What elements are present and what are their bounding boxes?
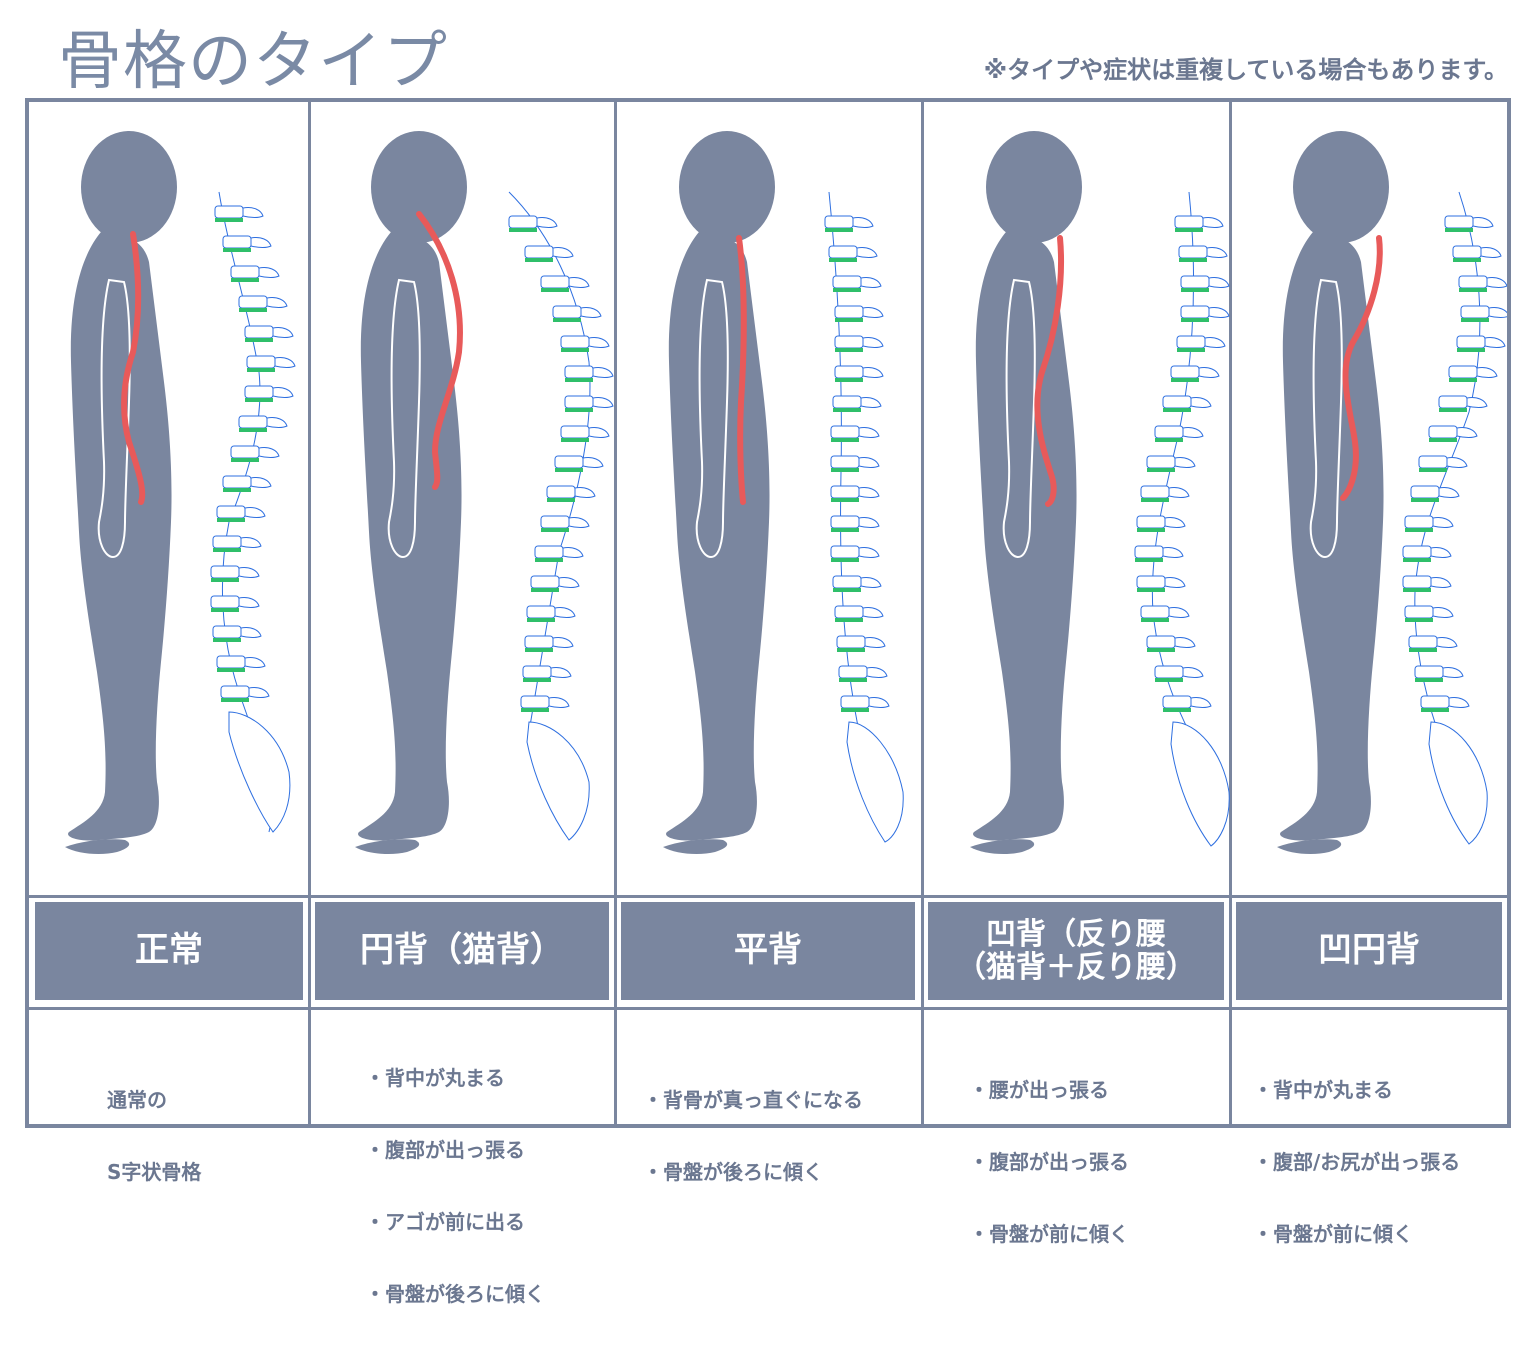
description-line: ・骨盤が前に傾く: [969, 1222, 1129, 1246]
overlap-note: ※タイプや症状は重複している場合もあります。: [983, 56, 1508, 84]
description-line: ・骨盤が前に傾く: [1253, 1222, 1413, 1246]
description-line: 通常の: [107, 1088, 167, 1112]
description-line: ・腹部/お尻が出っ張る: [1253, 1150, 1461, 1174]
type-label-flat-back: 平背: [621, 902, 915, 1000]
label-line: （猫背＋反り腰）: [956, 950, 1196, 985]
page-title: 骨格のタイプ: [58, 25, 448, 99]
description-sway-back: ・腰が出っ張る ・腹部が出っ張る ・骨盤が前に傾く: [969, 1030, 1129, 1294]
description-flat-back: ・背骨が真っ直ぐになる ・骨盤が後ろに傾く: [643, 1040, 863, 1232]
description-hollow-round-back: ・背中が丸まる ・腹部/お尻が出っ張る ・骨盤が前に傾く: [1253, 1030, 1460, 1294]
hollow-round-back-figure: [1276, 130, 1390, 856]
label-line: 凹円背: [1318, 930, 1420, 971]
posture-figures: [64, 130, 1507, 856]
description-line: ・腹部が出っ張る: [365, 1138, 525, 1162]
description-line: S字状骨格: [107, 1160, 202, 1184]
column-divider: [308, 102, 311, 1124]
description-line: ・アゴが前に出る: [365, 1210, 525, 1234]
column-divider: [1229, 102, 1232, 1124]
round-back-spine: [508, 191, 614, 841]
description-normal: 通常の S字状骨格: [107, 1040, 201, 1232]
flat-back-figure: [662, 130, 776, 856]
sway-back-figure: [969, 130, 1083, 856]
type-label-round-back: 円背（猫背）: [315, 902, 609, 1000]
description-round-back: ・背中が丸まる ・腹部が出っ張る ・アゴが前に出る ・骨盤が後ろに傾く: [365, 1018, 545, 1354]
row-divider: [29, 895, 1507, 898]
sway-back-spine: [1134, 191, 1230, 847]
description-line: ・骨盤が後ろに傾く: [643, 1160, 823, 1184]
type-label-sway-back: 凹背（反り腰 （猫背＋反り腰）: [928, 902, 1224, 1000]
row-divider: [29, 1007, 1507, 1010]
hollow-round-back-spine: [1402, 191, 1507, 845]
type-label-hollow-round-back: 凹円背: [1236, 902, 1502, 1000]
description-line: ・背中が丸まる: [365, 1066, 505, 1090]
diagram-frame: 正常 円背（猫背） 平背 凹背（反り腰 （猫背＋反り腰） 凹円背 通常の S字状…: [25, 98, 1511, 1306]
description-line: ・骨盤が後ろに傾く: [365, 1282, 545, 1306]
description-line: ・腹部が出っ張る: [969, 1150, 1129, 1174]
column-divider: [921, 102, 924, 1124]
normal-figure: [64, 130, 178, 856]
normal-spine: [210, 191, 296, 833]
round-back-figure: [354, 130, 468, 856]
description-line: ・腰が出っ張る: [969, 1078, 1109, 1102]
flat-back-spine: [824, 191, 904, 843]
type-label-normal: 正常: [35, 902, 303, 1000]
column-divider: [614, 102, 617, 1124]
label-line: 平背: [734, 930, 802, 971]
description-line: ・背中が丸まる: [1253, 1078, 1393, 1102]
label-line: 正常: [135, 930, 203, 971]
label-line: 凹背（反り腰: [986, 917, 1166, 952]
label-line: 円背（猫背）: [360, 930, 564, 971]
description-line: ・背骨が真っ直ぐになる: [643, 1088, 863, 1112]
